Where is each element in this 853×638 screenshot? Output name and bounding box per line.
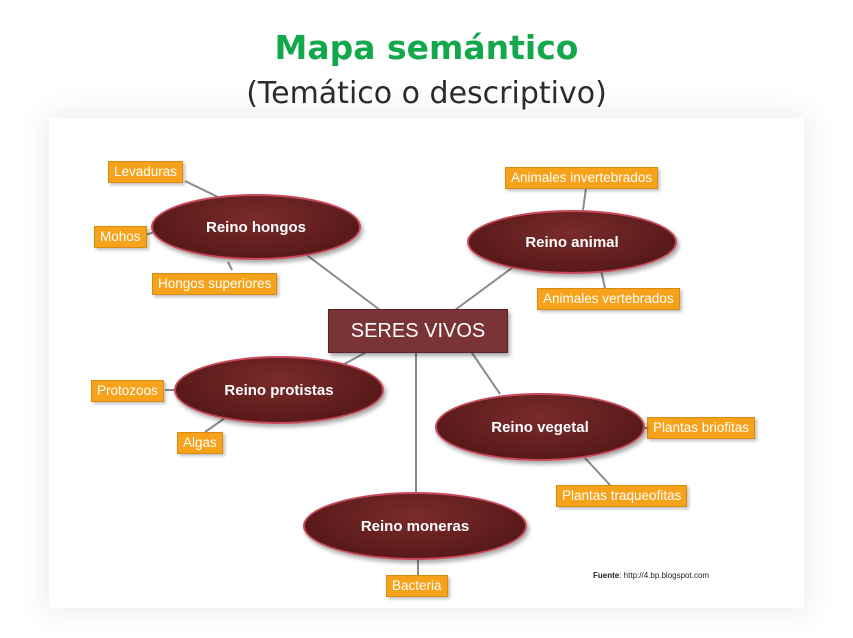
node-reino-hongos: Reino hongos — [151, 194, 361, 260]
leaf-levaduras: Levaduras — [108, 161, 184, 183]
line-center-vegetal — [469, 349, 501, 395]
node-reino-moneras: Reino moneras — [303, 492, 527, 560]
line-animal-invertebrados — [582, 187, 587, 211]
line-protistas-algas — [204, 417, 226, 433]
node-reino-vegetal-label: Reino vegetal — [491, 418, 589, 436]
line-vegetal-traqueofitas — [584, 457, 611, 486]
leaf-hongos-superiores: Hongos superiores — [152, 273, 278, 295]
line-center-animal — [454, 261, 521, 311]
source-label: Fuente — [593, 571, 620, 580]
leaf-plantas-traqueofitas: Plantas traqueofitas — [556, 485, 688, 507]
line-hongos-levaduras — [184, 180, 221, 199]
source-url: : http://4.bp.blogspot.com — [619, 571, 710, 580]
leaf-protozoos: Protozoos — [91, 380, 164, 402]
page-title: Mapa semántico — [274, 28, 579, 67]
page-subtitle: (Temático o descriptivo) — [246, 76, 607, 111]
leaf-plantas-briofitas: Plantas briofitas — [647, 417, 756, 439]
leaf-bacteria: Bacteria — [386, 575, 448, 597]
leaf-animales-vertebrados: Animales vertebrados — [537, 288, 680, 310]
node-reino-moneras-label: Reino moneras — [360, 517, 470, 535]
node-reino-protistas-label: Reino protistas — [224, 381, 334, 399]
line-center-hongos — [299, 249, 381, 311]
source-credit: Fuente: http://4.bp.blogspot.com — [593, 571, 709, 580]
node-reino-vegetal: Reino vegetal — [435, 393, 645, 461]
node-reino-hongos-label: Reino hongos — [206, 218, 306, 236]
leaf-algas: Algas — [177, 432, 223, 454]
node-reino-animal: Reino animal — [467, 210, 677, 274]
line-hongos-superiores — [227, 261, 233, 271]
node-reino-protistas: Reino protistas — [174, 356, 384, 424]
leaf-mohos: Mohos — [94, 226, 147, 248]
node-reino-animal-label: Reino animal — [525, 233, 619, 251]
node-seres-vivos: SERES VIVOS — [328, 309, 508, 353]
leaf-animales-invertebrados: Animales invertebrados — [505, 167, 659, 189]
